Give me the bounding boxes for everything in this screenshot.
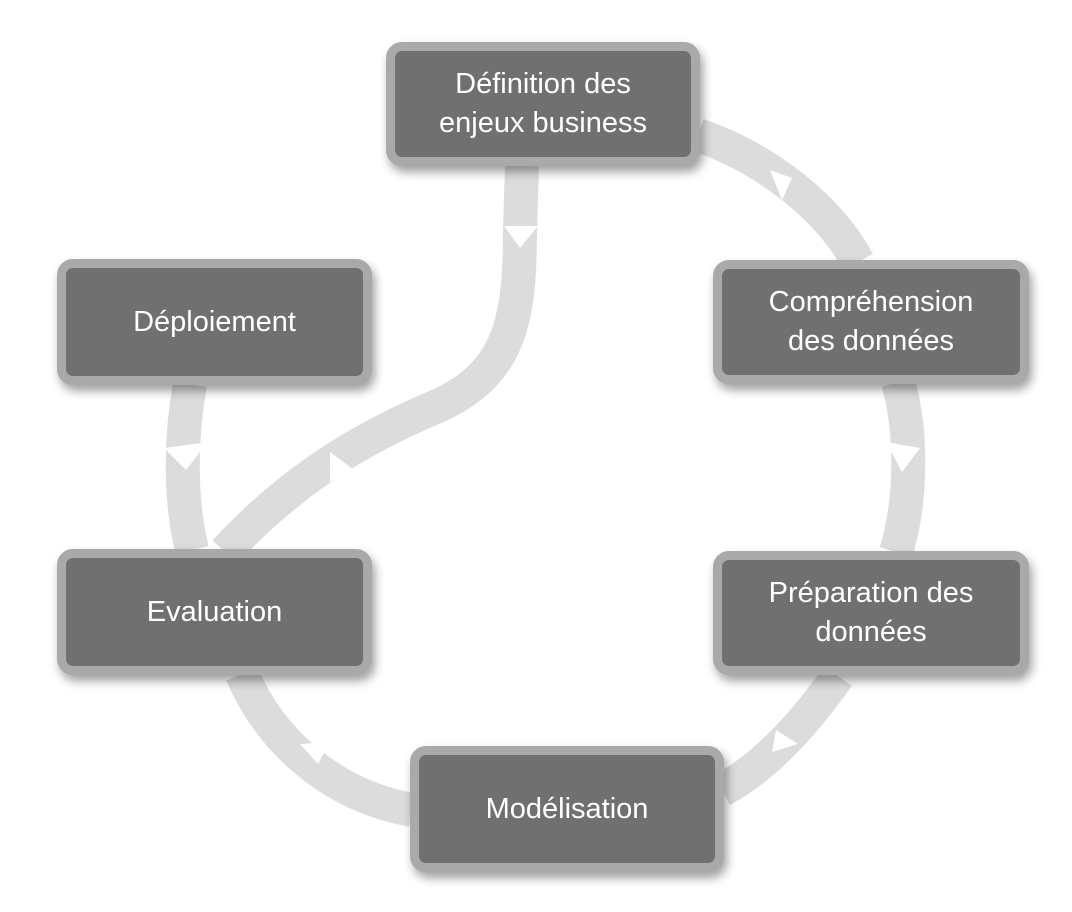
- arrow-notches: [164, 170, 920, 764]
- step-label: Compréhension des données: [768, 286, 974, 357]
- step-modelisation: Modélisation: [410, 746, 724, 872]
- step-comprehension-donnees: Compréhension des données: [713, 260, 1029, 384]
- arrow-evaluation-to-deploiement: [165, 381, 209, 554]
- arrow-modelisation-to-evaluation: [226, 667, 416, 827]
- arrow-comprehension-to-preparation: [879, 377, 926, 557]
- step-preparation-donnees: Préparation des données: [713, 551, 1029, 675]
- step-label: Déploiement: [133, 305, 296, 338]
- step-label: Préparation des données: [768, 577, 974, 648]
- step-definition-enjeux-business: Définition des enjeux business: [386, 42, 700, 166]
- arrow-evaluation-to-definition: [212, 165, 539, 564]
- step-label: Modélisation: [485, 792, 649, 825]
- step-label: Evaluation: [146, 595, 283, 628]
- step-evaluation: Evaluation: [57, 549, 372, 675]
- arrow-definition-to-comprehension: [692, 118, 873, 271]
- step-deploiement: Déploiement: [57, 259, 372, 385]
- step-label: Définition des enjeux business: [439, 68, 647, 139]
